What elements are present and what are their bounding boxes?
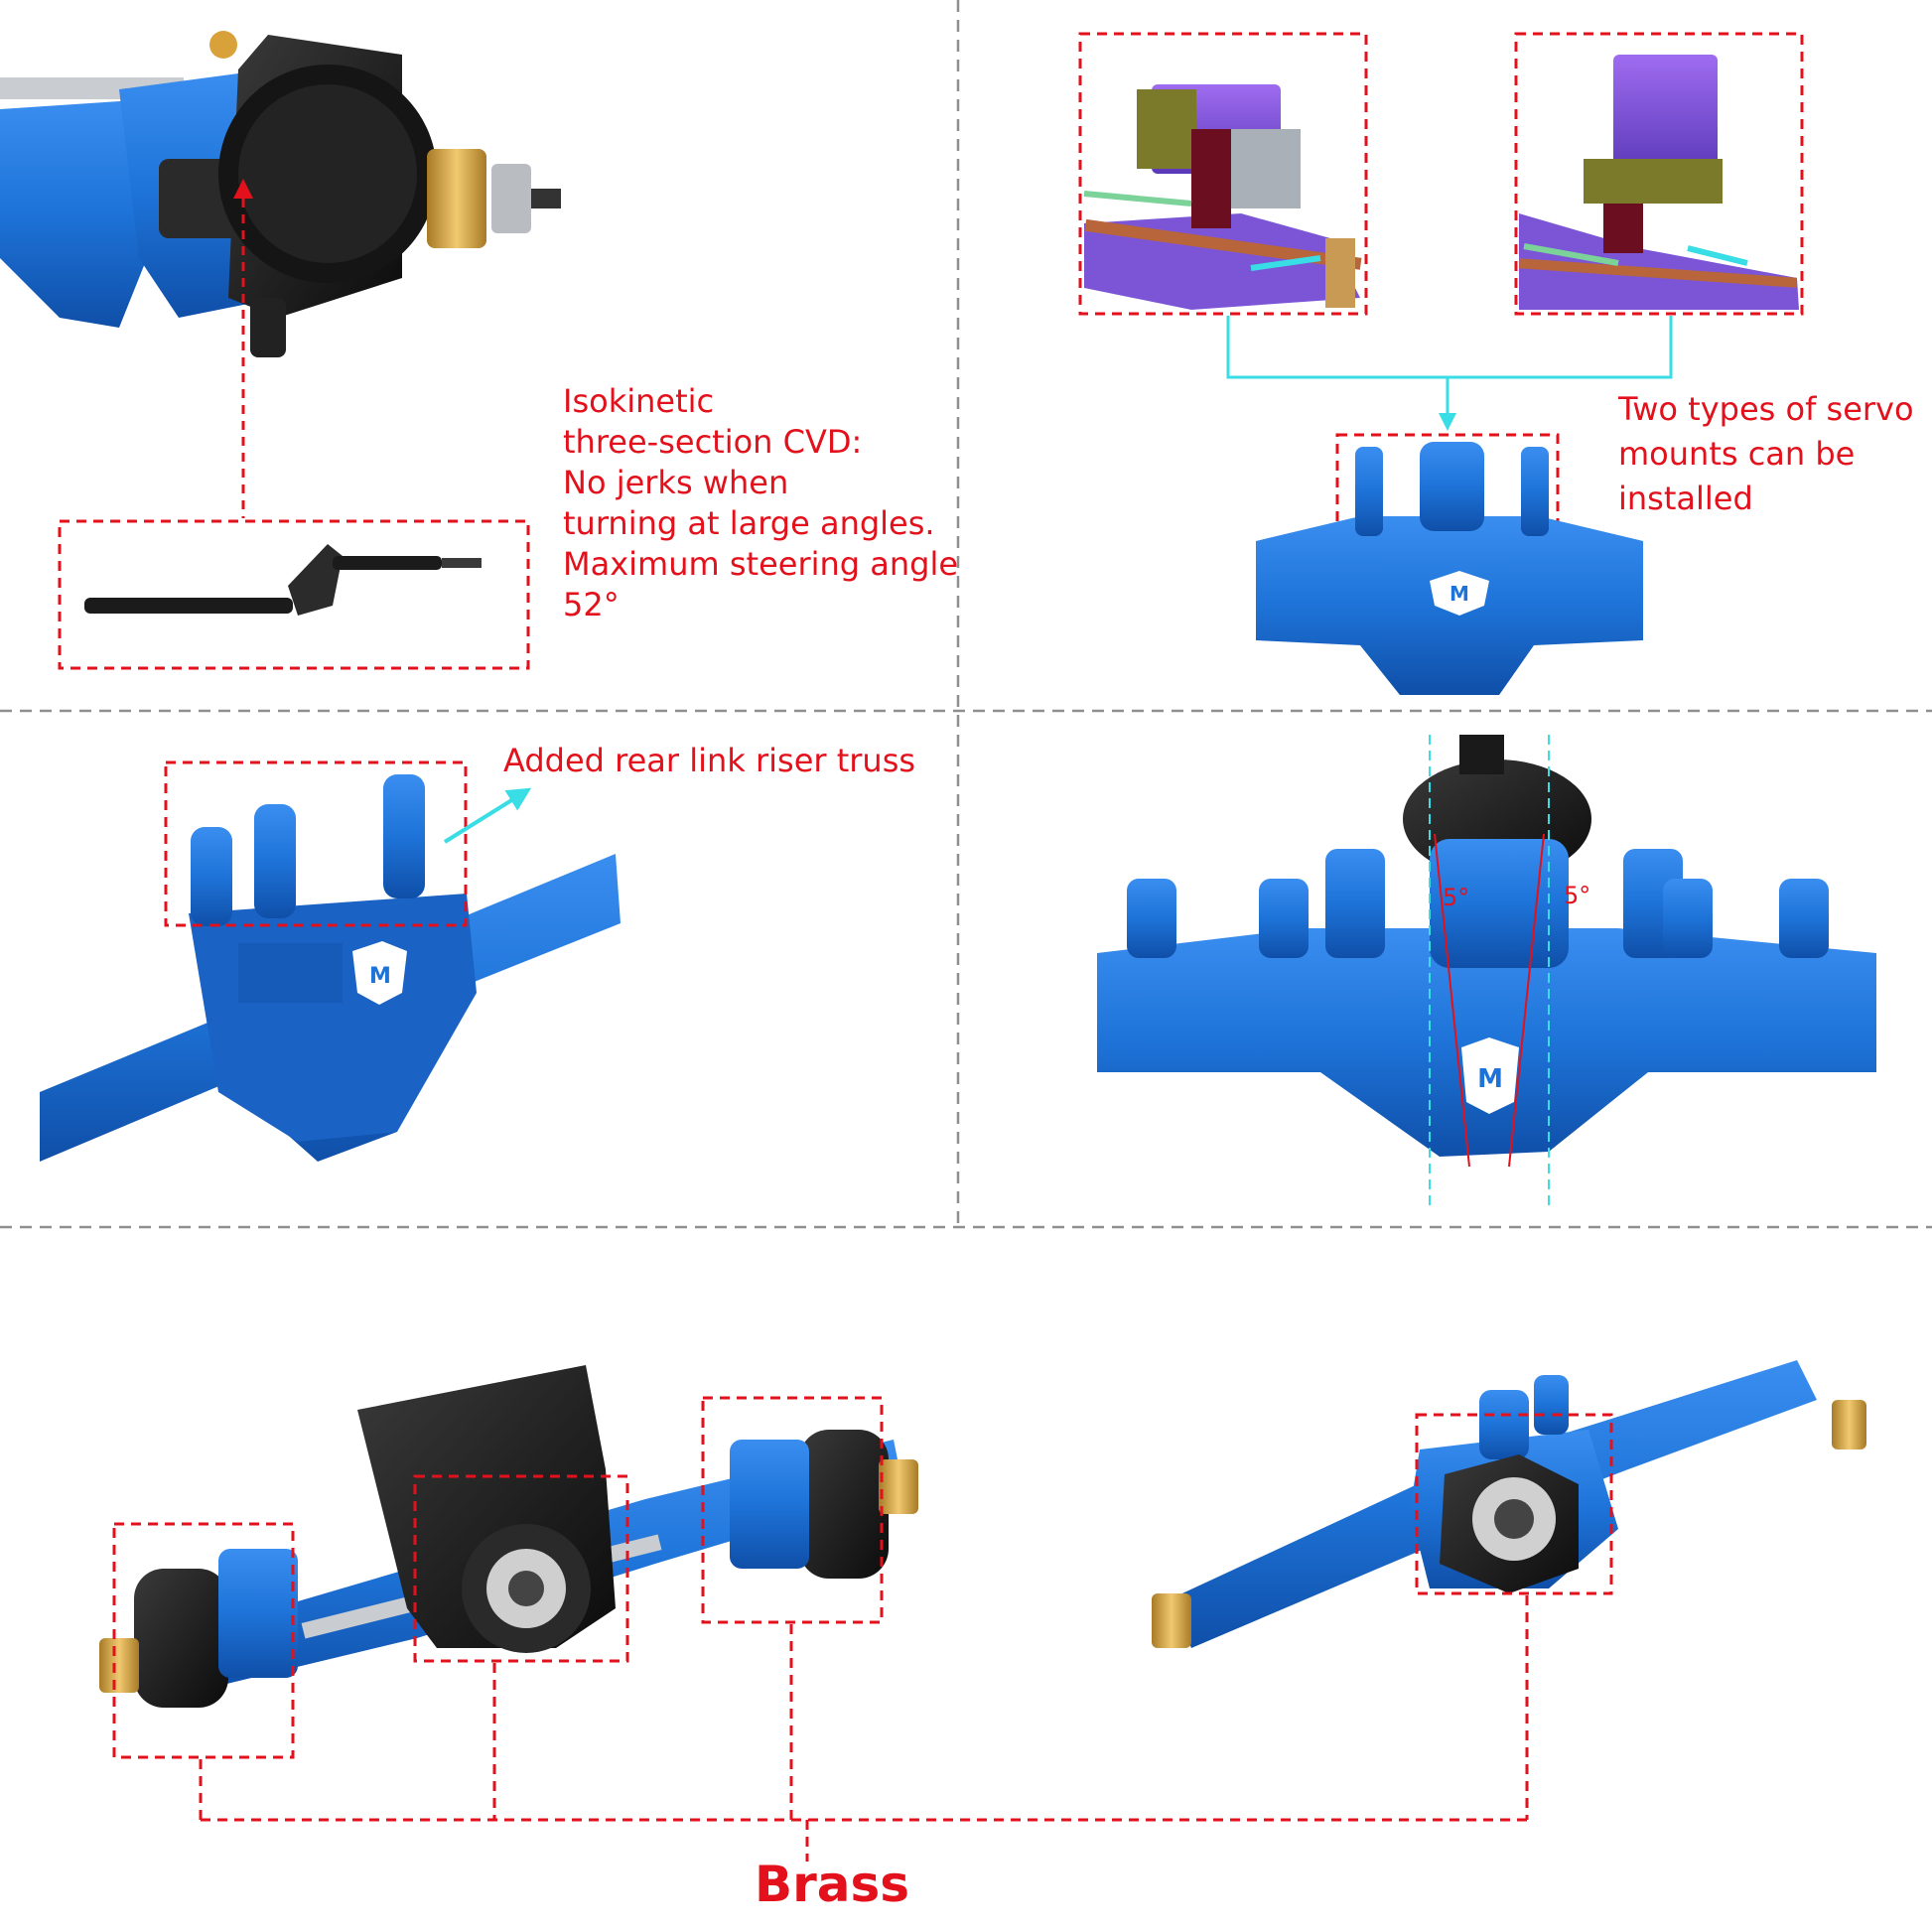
front-hub-photo (0, 31, 561, 357)
panel-dividers (0, 0, 1932, 1229)
servo-render-box-1 (1078, 32, 1368, 316)
brass-connector-lines (199, 1595, 1529, 1862)
axle-housing-top-photo: M (1256, 442, 1643, 695)
truss-description: Added rear link riser truss (503, 742, 916, 779)
svg-text:M: M (1449, 582, 1469, 606)
servo-connector-lines (1226, 316, 1673, 431)
axle-truss-photo: M (40, 774, 621, 1162)
truss-callout-box (164, 760, 468, 927)
svg-text:M: M (369, 964, 391, 989)
servo-render-2 (1518, 55, 1799, 310)
angle-label-left: 5° (1443, 884, 1470, 911)
cvd-callout-box (58, 519, 530, 670)
angle-guide-lines (1429, 735, 1550, 1206)
servo-mount-description: Two types of servo mounts can be install… (1618, 390, 1914, 517)
brass-label: Brass (755, 1856, 910, 1913)
brass-box-diff (413, 1474, 629, 1663)
brass-box-left-hub (112, 1522, 295, 1759)
rear-axle-photo (1152, 1360, 1866, 1648)
brass-box-right-hub (701, 1396, 884, 1624)
svg-text:M: M (1477, 1064, 1503, 1094)
front-axle-photo (99, 1365, 918, 1708)
servo-render-box-2 (1514, 32, 1804, 316)
angle-label-right: 5° (1564, 882, 1591, 909)
cvd-shaft-photo (84, 544, 482, 616)
cvd-description: Isokinetic three-section CVD: No jerks w… (563, 382, 959, 623)
truss-arrow-icon (443, 787, 532, 844)
axle-front-photo: M (1097, 735, 1876, 1157)
cvd-pointer-arrow-icon (233, 179, 253, 199)
servo-render-1 (1083, 84, 1362, 310)
